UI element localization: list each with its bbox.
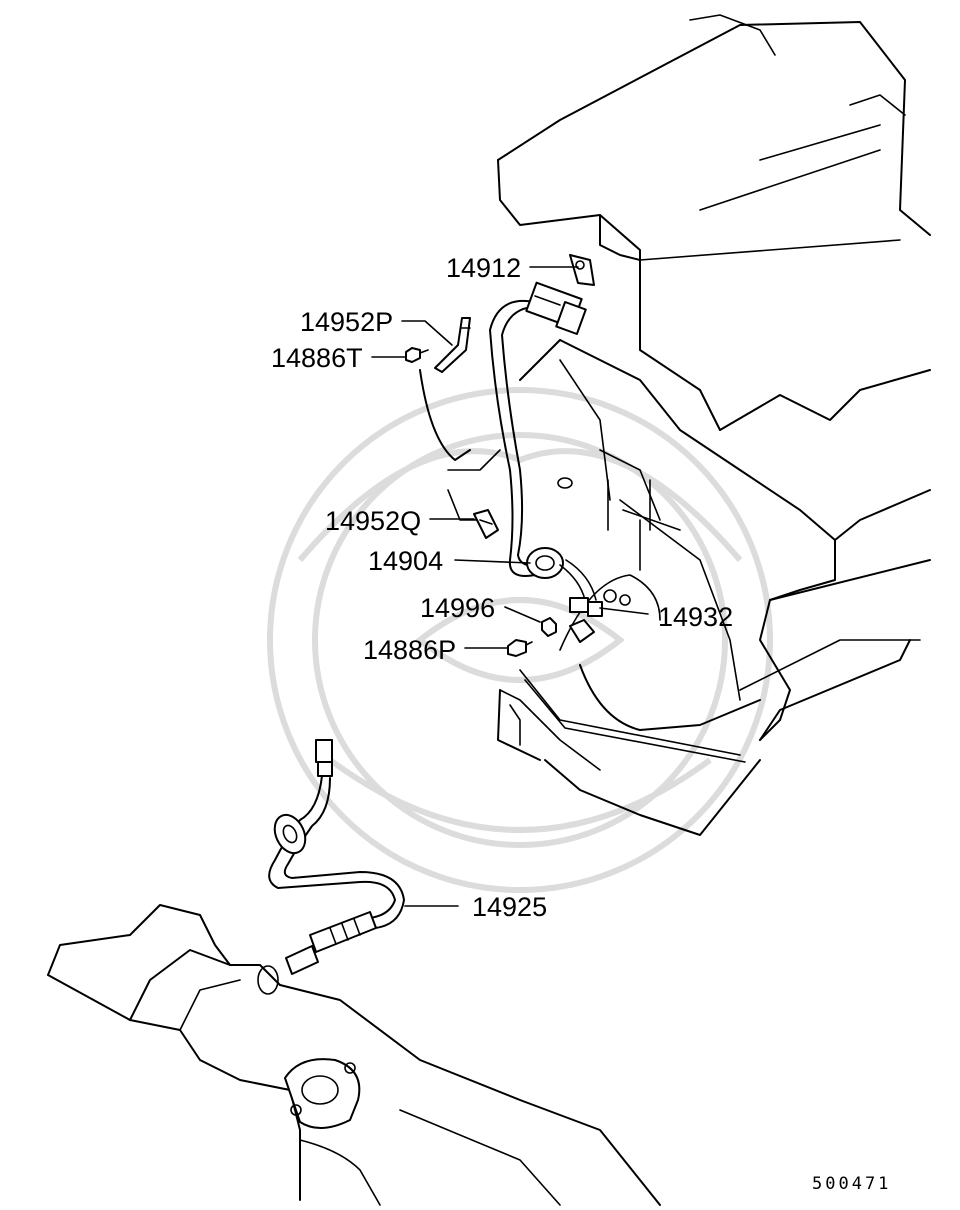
figure-number: 500471 — [812, 1174, 891, 1194]
callout-14886P: 14886P — [363, 635, 456, 665]
clip-14952Q — [473, 509, 499, 539]
callout-14904: 14904 — [368, 546, 443, 576]
engine-block — [419, 14, 931, 836]
bracket-14952P — [434, 317, 471, 373]
callout-14886T: 14886T — [271, 343, 363, 373]
callout-14952P: 14952P — [300, 307, 393, 337]
watermark — [267, 387, 773, 893]
bolt-14886P — [507, 639, 533, 657]
callout-14925: 14925 — [472, 892, 547, 922]
bolt-14886T — [405, 347, 429, 363]
harness-upper — [489, 254, 595, 577]
sensor-14932 — [559, 559, 603, 643]
callout-14912: 14912 — [446, 253, 521, 283]
nut-14996 — [541, 617, 557, 637]
exhaust-pipe — [47, 904, 661, 1206]
callout-14932: 14932 — [658, 602, 733, 632]
grommet-14904 — [526, 547, 564, 579]
callout-14952Q: 14952Q — [325, 506, 421, 536]
leader-lines — [371, 266, 649, 907]
callout-14996: 14996 — [420, 593, 495, 623]
callout-labels: 14912 14952P 14886T 14952Q 14904 14996 1… — [271, 253, 733, 922]
oxygen-sensor-14925 — [268, 739, 405, 975]
